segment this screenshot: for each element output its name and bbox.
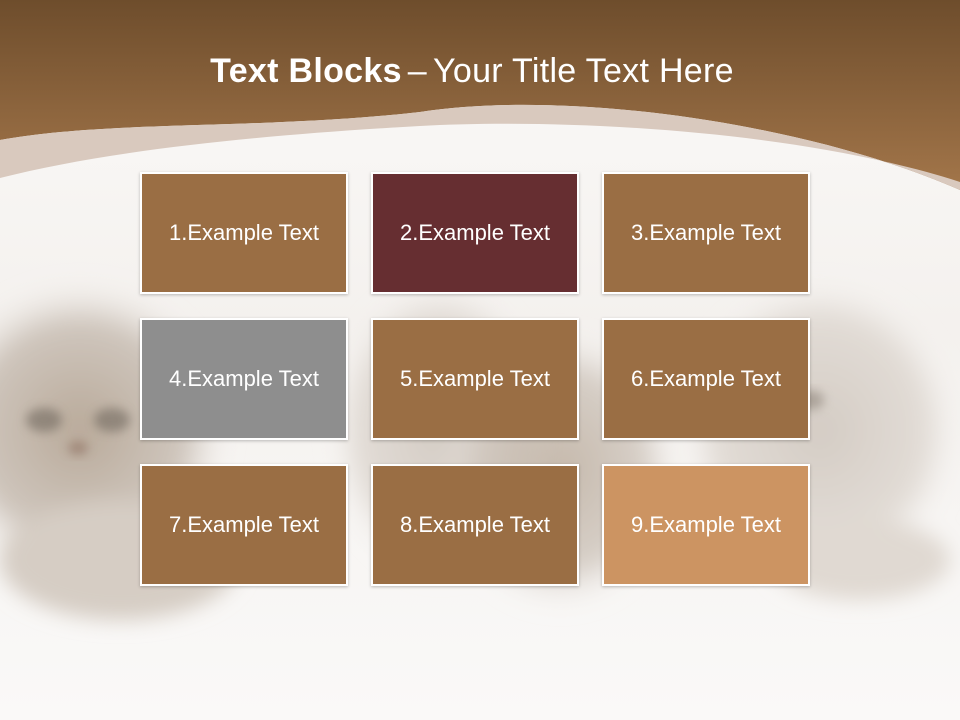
text-block-label: 1.Example Text <box>168 220 319 245</box>
text-block-5[interactable]: 5.Example Text <box>371 318 579 440</box>
header-band <box>0 0 960 190</box>
text-block-label: 9.Example Text <box>630 512 781 537</box>
title-separator: – <box>407 52 428 90</box>
text-block-4[interactable]: 4.Example Text <box>140 318 348 440</box>
text-block-6[interactable]: 6.Example Text <box>602 318 810 440</box>
text-block-label: 8.Example Text <box>399 512 550 537</box>
text-block-grid: 1.Example Text 2.Example Text 3.Example … <box>140 172 814 592</box>
title-text: Your Title Text Here <box>433 52 734 90</box>
text-block-3[interactable]: 3.Example Text <box>602 172 810 294</box>
text-block-2[interactable]: 2.Example Text <box>371 172 579 294</box>
text-block-label: 4.Example Text <box>168 366 319 391</box>
text-block-8[interactable]: 8.Example Text <box>371 464 579 586</box>
text-block-label: 6.Example Text <box>630 366 781 391</box>
text-block-label: 5.Example Text <box>399 366 550 391</box>
text-block-9[interactable]: 9.Example Text <box>602 464 810 586</box>
text-block-label: 3.Example Text <box>630 220 781 245</box>
page-title: Text Blocks–Your Title Text Here <box>0 52 944 91</box>
text-block-7[interactable]: 7.Example Text <box>140 464 348 586</box>
text-block-label: 2.Example Text <box>399 220 550 245</box>
text-block-1[interactable]: 1.Example Text <box>140 172 348 294</box>
text-block-label: 7.Example Text <box>168 512 319 537</box>
title-bold-text: Text Blocks <box>210 52 402 90</box>
